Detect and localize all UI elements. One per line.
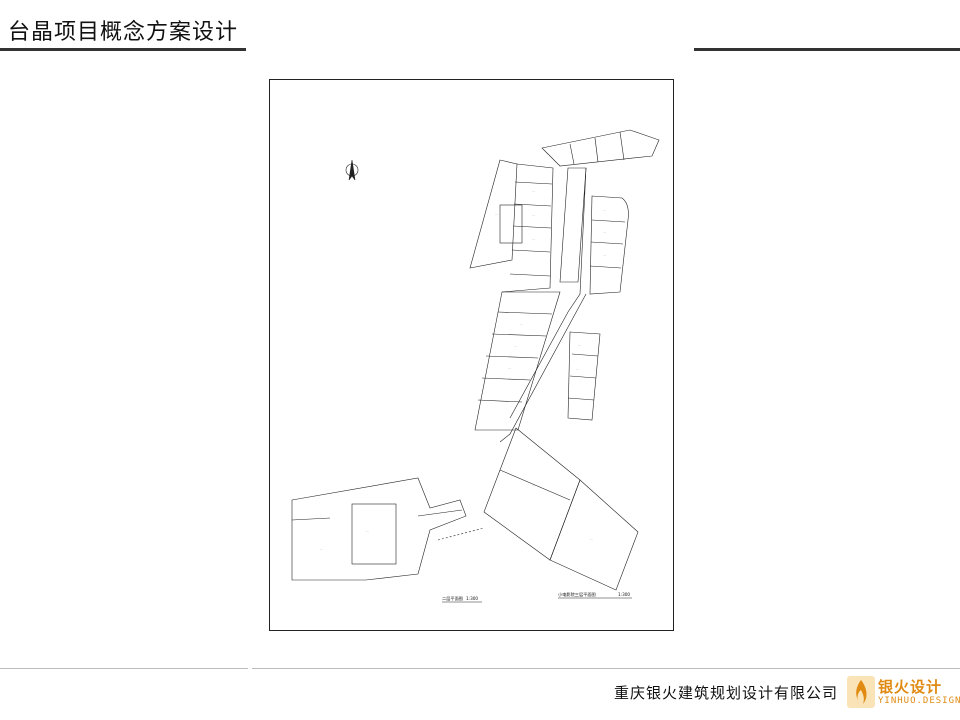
plan-title-second-floor: 二层平面图	[442, 596, 463, 602]
svg-text:···: ···	[532, 483, 535, 487]
svg-text:···: ···	[520, 322, 523, 326]
logo-text-en: YINHUO.DESIGN	[878, 696, 960, 706]
header-rule-left	[0, 48, 246, 51]
svg-text:···: ···	[532, 237, 535, 241]
svg-text:···: ···	[603, 230, 606, 234]
svg-text:···: ···	[576, 367, 579, 371]
plan-scale-second-floor: 1:300	[466, 596, 478, 601]
svg-text:···: ···	[366, 529, 369, 533]
svg-text:···: ···	[590, 537, 593, 541]
flame-logo-icon	[847, 676, 875, 708]
header-rule-right	[694, 48, 960, 51]
company-name: 重庆银火建筑规划设计有限公司	[613, 684, 838, 702]
svg-text:···: ···	[603, 253, 606, 257]
footer-rule-right	[252, 668, 960, 669]
svg-text:···: ···	[532, 213, 535, 217]
svg-text:···: ···	[495, 212, 498, 216]
svg-text:···: ···	[508, 366, 511, 370]
svg-text:···: ···	[532, 189, 535, 193]
svg-text:···: ···	[578, 343, 581, 347]
svg-text:···: ···	[320, 547, 323, 551]
logo-text-cn: 银火设计	[878, 678, 943, 696]
page-title: 台晶项目概念方案设计	[8, 20, 239, 45]
drawing-sheet: ··· ··· ··· ··· ··· ··· ··· ··· ··· ··· …	[269, 79, 674, 631]
plan-scale-cinema-third-floor: 1:300	[618, 592, 630, 597]
brand-logo: 银火设计 YINHUO.DESIGN	[846, 674, 960, 710]
svg-text:···: ···	[603, 208, 606, 212]
floor-plan-drawing: ··· ··· ··· ··· ··· ··· ··· ··· ··· ··· …	[291, 129, 660, 603]
plan-title-cinema-third-floor: 小电影院三层平面图	[558, 591, 596, 598]
north-arrow-icon	[345, 159, 359, 181]
svg-text:···: ···	[514, 344, 517, 348]
footer-rule-left	[0, 668, 248, 669]
